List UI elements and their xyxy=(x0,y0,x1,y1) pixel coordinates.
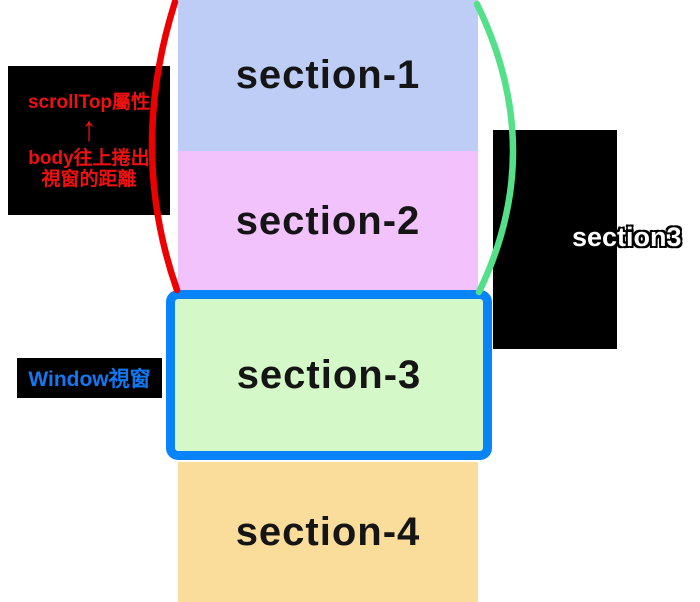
right-note-label: section3 xyxy=(571,221,684,254)
scrolltop-note-line2: body往上捲出 xyxy=(28,147,150,169)
section-1-label: section-1 xyxy=(235,53,421,97)
section-2-label: section-2 xyxy=(235,198,421,243)
section-4-label: section-4 xyxy=(235,509,421,554)
window-note-label: Window視窗 xyxy=(28,368,151,391)
section-4-block: section-4 xyxy=(178,462,478,602)
window-note-box: Window視窗 xyxy=(17,358,162,398)
section-2-block: section-2 xyxy=(178,151,478,291)
scrolltop-note-line3: 視窗的距離 xyxy=(41,168,137,190)
scrolltop-note-line1: scrollTop屬性 xyxy=(27,91,151,113)
up-arrow-icon: ↑ xyxy=(81,109,97,148)
section-3-label: section-3 xyxy=(236,352,422,397)
window-viewport-box: section-3 xyxy=(166,290,492,460)
scrolltop-note-box: scrollTop屬性 ↑ body往上捲出 視窗的距離 xyxy=(8,66,170,215)
section-1-block: section-1 xyxy=(178,0,478,151)
